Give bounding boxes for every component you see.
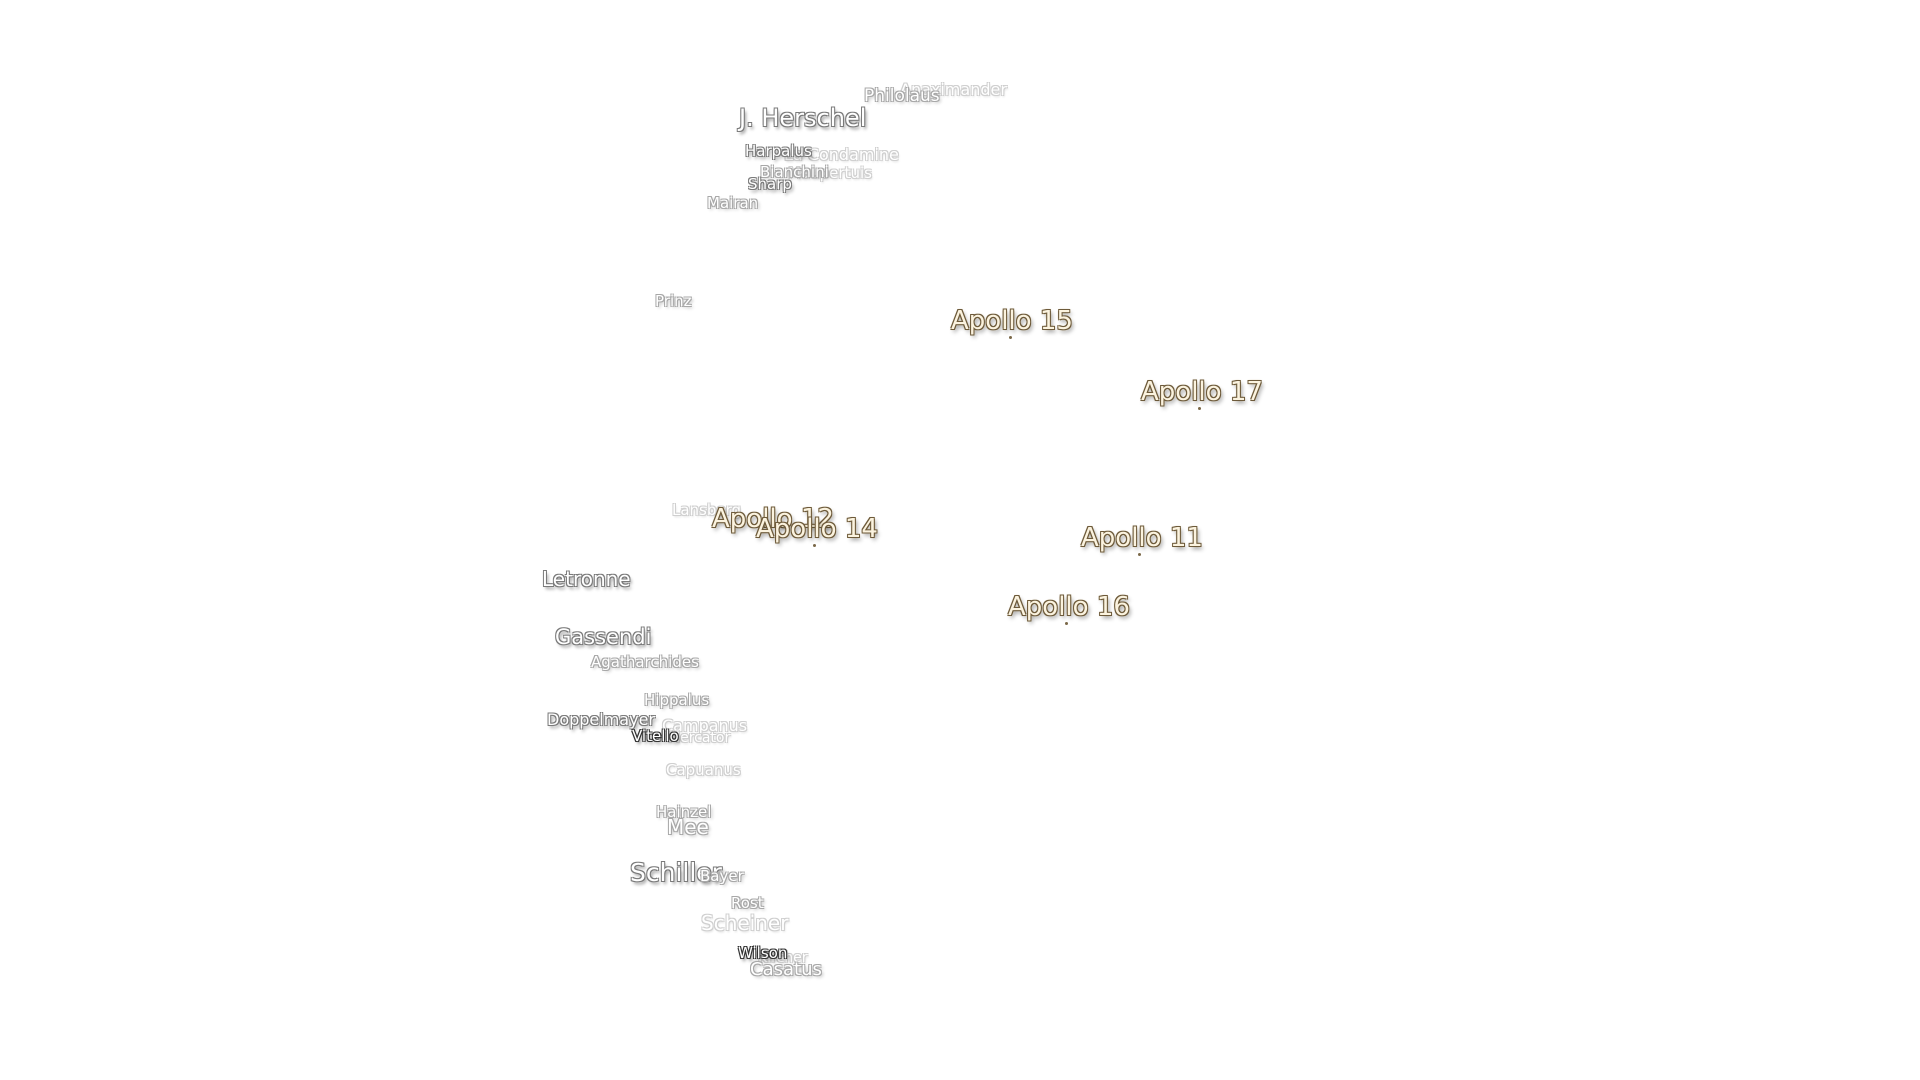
crater-label-schiller: Schiller: [630, 858, 722, 887]
crater-label-hainzel: Hainzel: [656, 803, 712, 821]
crater-label-la-condamine: La Condamine: [784, 145, 899, 164]
landing-site-label-apollo-12[interactable]: Apollo 12: [712, 504, 834, 534]
landing-site-label-apollo-15[interactable]: Apollo 15: [951, 306, 1073, 336]
crater-label-philolaus: Philolaus: [864, 86, 940, 106]
crater-label-maupertuis: Maupertuis: [788, 164, 872, 182]
landing-site-marker-apollo-11[interactable]: [1138, 553, 1141, 556]
landing-site-label-apollo-17[interactable]: Apollo 17: [1141, 377, 1263, 407]
crater-label-campanus: Campanus: [662, 716, 748, 735]
crater-label-bayer: Bayer: [700, 867, 744, 885]
crater-label-scheiner: Scheiner: [701, 911, 789, 935]
crater-label-hippalus: Hippalus: [644, 691, 710, 709]
landing-site-marker-apollo-14[interactable]: [813, 544, 816, 547]
crater-label-mairan: Mairan: [707, 194, 759, 212]
crater-label-lansberg: Lansberg: [672, 501, 742, 519]
crater-label-prinz: Prinz: [655, 292, 692, 310]
landing-site-marker-apollo-15[interactable]: [1009, 336, 1012, 339]
crater-label-doppelmayer: Doppelmayer: [547, 710, 655, 729]
crater-label-harpalus: Harpalus: [745, 142, 812, 160]
crater-label-j-herschel: J. Herschel: [739, 104, 867, 132]
crater-label-vitello: Vitello: [632, 727, 679, 745]
crater-label-kircher: Kircher: [758, 950, 808, 966]
landing-site-label-apollo-14[interactable]: Apollo 14: [756, 514, 878, 544]
crater-label-mee: Mee: [667, 815, 709, 839]
crater-label-letronne: Letronne: [542, 567, 631, 591]
crater-label-sharp: Sharp: [748, 175, 792, 193]
landing-site-label-apollo-11[interactable]: Apollo 11: [1081, 523, 1203, 553]
crater-label-casatus: Casatus: [750, 959, 822, 980]
landing-site-label-apollo-16[interactable]: Apollo 16: [1008, 592, 1130, 622]
crater-label-wilson: Wilson: [738, 944, 788, 962]
crater-label-agatharchides: Agatharchides: [591, 653, 699, 671]
crater-label-gassendi: Gassendi: [555, 625, 652, 649]
crater-label-anaximander: Anaximander: [900, 80, 1007, 99]
crater-label-rost: Rost: [731, 894, 764, 912]
crater-label-bianchini: Bianchini: [760, 163, 829, 181]
crater-label-capuanus: Capuanus: [666, 761, 741, 779]
landing-site-marker-apollo-16[interactable]: [1065, 622, 1068, 625]
crater-label-mercator: Mercator: [668, 730, 731, 746]
landing-site-marker-apollo-17[interactable]: [1198, 407, 1201, 410]
